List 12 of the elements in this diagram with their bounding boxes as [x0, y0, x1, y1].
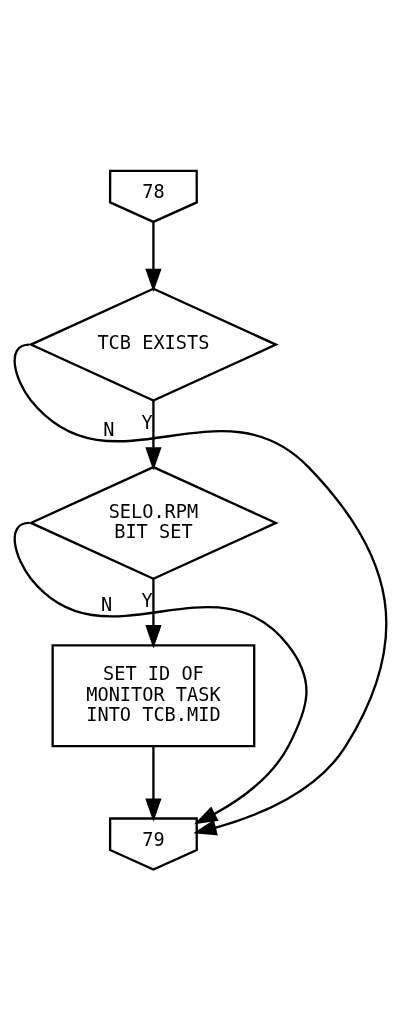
- arrow: [13, 343, 388, 836]
- arrow: [145, 222, 162, 293]
- node-box: SET ID OF MONITOR TASK INTO TCB.MID: [51, 644, 256, 748]
- edge-label: N: [101, 594, 113, 616]
- edge-label: Y: [141, 589, 153, 611]
- edge-label: Y: [141, 411, 153, 433]
- arrow: [145, 400, 162, 471]
- arrow: [145, 746, 162, 822]
- node-diamond: SELO.RPM BIT SET: [28, 465, 279, 581]
- arrow: [145, 579, 162, 649]
- node-diamond: TCB EXISTS: [28, 287, 279, 402]
- edge-label: N: [103, 419, 115, 440]
